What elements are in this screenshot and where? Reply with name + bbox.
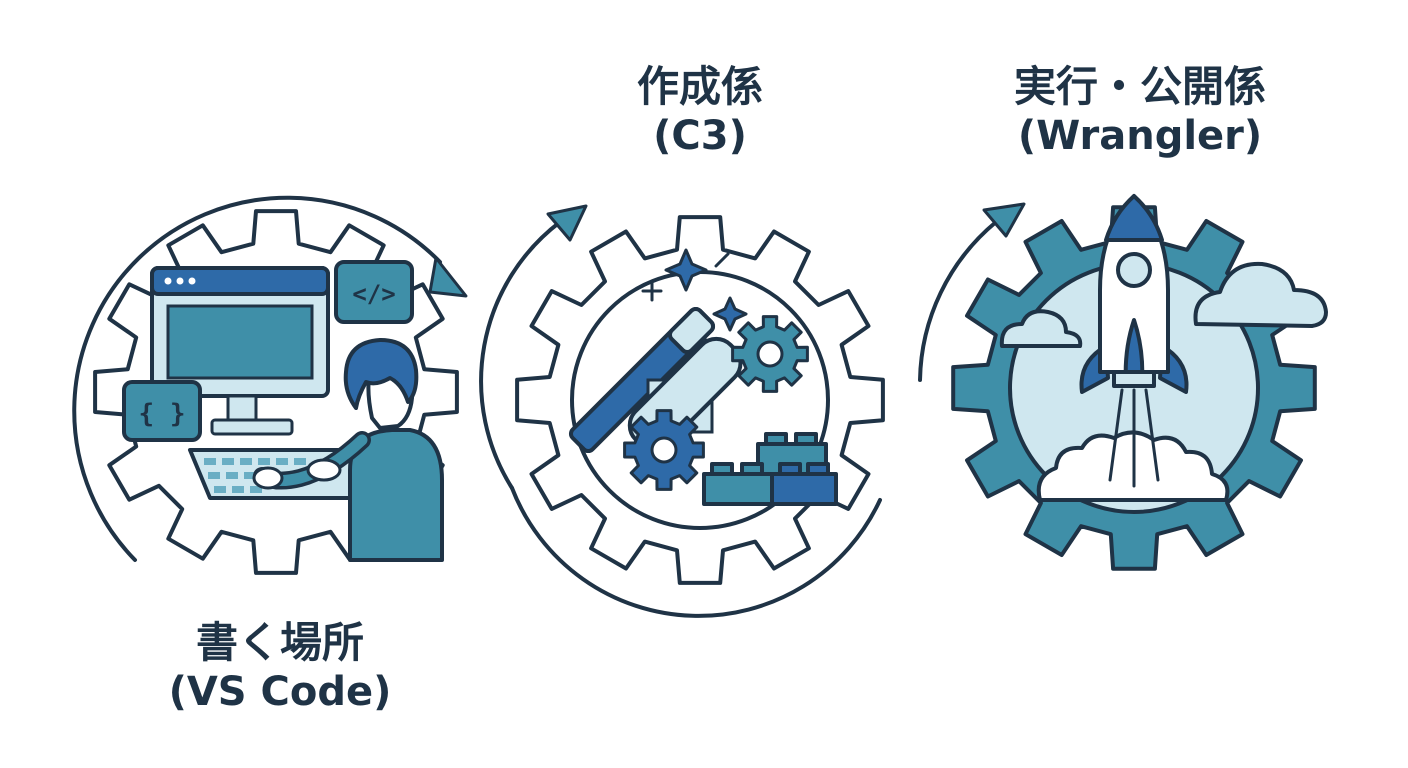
arrowhead-write xyxy=(428,256,468,298)
step-tool-create: (C3) xyxy=(653,113,747,160)
magic-wand-icon xyxy=(568,306,716,454)
monitor-icon xyxy=(150,266,330,436)
braces-text: { } xyxy=(139,399,186,429)
arrowhead-create xyxy=(546,204,588,242)
step-tool-run: (Wrangler) xyxy=(1017,113,1263,160)
sparkle-icon xyxy=(664,248,748,332)
cycle-arrow-create xyxy=(479,220,562,490)
braces-icon: { } xyxy=(122,380,202,442)
building-blocks-icon xyxy=(702,432,838,506)
code-tag-icon: </> xyxy=(334,260,414,324)
developer-person-icon xyxy=(252,338,444,562)
code-tag-text: </> xyxy=(352,280,395,308)
step-label-write: 書く場所 (VS Code) xyxy=(120,618,440,716)
step-tool-write: (VS Code) xyxy=(168,669,392,716)
step-label-run: 実行・公開係 (Wrangler) xyxy=(960,62,1320,160)
cycle-arrow-run xyxy=(918,220,998,382)
arrowhead-run xyxy=(982,202,1026,238)
cycle-arrow-create-bottom xyxy=(510,486,882,618)
rocket-icon xyxy=(1079,194,1189,394)
step-run-group xyxy=(918,194,1328,571)
step-title-write: 書く場所 xyxy=(195,618,364,667)
cloud-icon xyxy=(999,261,1328,348)
exhaust-trail-icon xyxy=(1108,388,1160,488)
step-title-create: 作成係 xyxy=(636,62,763,111)
step-title-run: 実行・公開係 xyxy=(1013,62,1266,111)
step-write-group: </> { } xyxy=(72,195,468,575)
step-create-group xyxy=(479,204,885,618)
step-label-create: 作成係 (C3) xyxy=(540,62,860,160)
cycle-arrow-write xyxy=(72,195,442,562)
